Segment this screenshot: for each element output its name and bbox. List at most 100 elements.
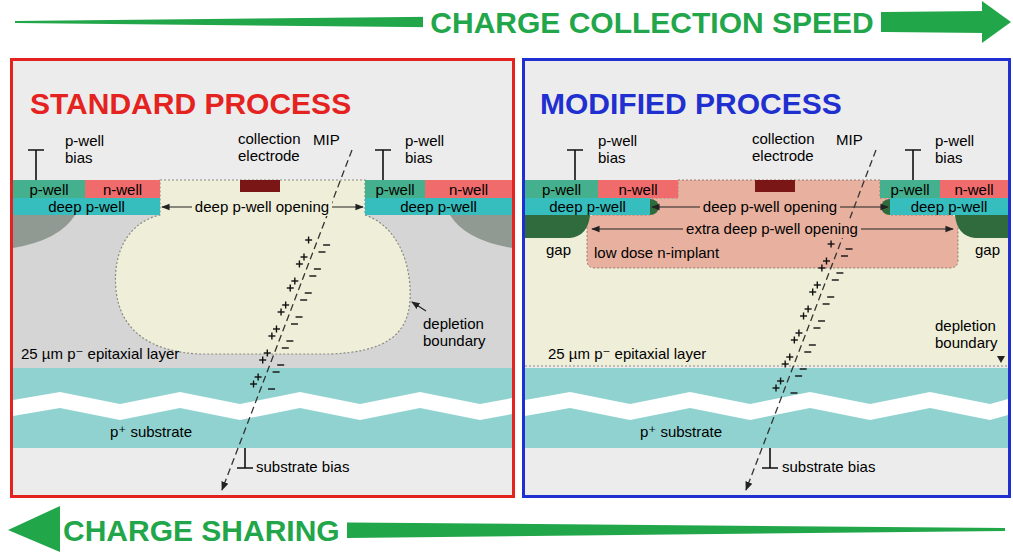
bias-label: p-well bias	[65, 133, 113, 166]
charge-sign	[812, 289, 813, 296]
edge-shading	[13, 215, 75, 248]
charge-sign	[319, 251, 326, 252]
p-well-region: p-well	[525, 180, 598, 198]
charge-sign	[291, 323, 298, 324]
p-well-region: p-well	[365, 180, 425, 198]
charge-sign	[846, 248, 853, 249]
charge-sign	[286, 340, 293, 341]
layer-label: p⁺ substrate	[110, 423, 192, 440]
depletion-edge	[525, 365, 1008, 366]
charge-sign	[262, 357, 263, 364]
bias-symbol	[28, 150, 44, 180]
region-label: n-well	[449, 181, 488, 198]
bias-symbol	[905, 150, 921, 180]
p-well-region: p-well	[880, 180, 940, 198]
charge-sign	[277, 364, 284, 365]
electrode-label: collection electrode	[238, 131, 318, 164]
bias-symbol	[237, 448, 253, 468]
boundary-label: depletion boundary	[935, 318, 1005, 351]
region-label: deep p-well	[48, 198, 125, 215]
region-label: p-well	[542, 181, 581, 198]
particle-label: MIP	[313, 132, 340, 149]
charge-sign	[800, 368, 807, 369]
charge-sign	[789, 354, 790, 361]
charge-sign	[308, 237, 309, 244]
charge-sign	[285, 302, 286, 309]
n-well-region: n-well	[425, 180, 512, 198]
charge-sign	[803, 313, 804, 320]
charge-sign	[832, 279, 839, 280]
charge-sign	[826, 258, 827, 265]
charge-sign	[795, 375, 802, 376]
gap-label: gap	[975, 242, 1000, 259]
gap-region	[955, 215, 1008, 238]
bias-label: p-well bias	[405, 133, 453, 166]
banner-title: CHARGE COLLECTION SPEED	[430, 6, 873, 40]
bias-label: substrate bias	[256, 459, 349, 476]
process-panel: MODIFIED PROCESSp-welln-welldeep p-wellp…	[522, 58, 1011, 498]
charge-sign	[827, 296, 834, 297]
charge-sign	[823, 303, 830, 304]
substrate-layer: p⁺ substrate	[525, 368, 1008, 448]
region-label: n-well	[103, 181, 142, 198]
deep-p-well-region: deep p-well	[525, 198, 650, 215]
charge-sign	[775, 385, 776, 392]
substrate-fill	[525, 368, 1008, 448]
charge-sign	[257, 374, 258, 381]
speed-arrow-head	[982, 1, 1011, 43]
charge-sign	[314, 268, 321, 269]
boundary-label: depletion boundary	[423, 316, 503, 349]
layer-label: 25 µm p⁻ epitaxial layer	[548, 345, 706, 362]
charge-sign	[791, 392, 798, 393]
bias-label: p-well bias	[598, 133, 646, 166]
charge-sign	[804, 351, 811, 352]
collection-electrode	[240, 180, 280, 192]
charge-sign	[309, 275, 316, 276]
charge-sign	[821, 265, 822, 272]
direction-banner: CHARGE COLLECTION SPEED	[423, 6, 881, 40]
deep-p-well-region: deep p-well	[13, 198, 160, 215]
charge-sign	[798, 330, 799, 337]
panel-ground	[13, 61, 512, 495]
charge-sign	[813, 327, 820, 328]
panel-ground	[525, 61, 1008, 495]
panel-heading: STANDARD PROCESS	[30, 87, 351, 121]
charge-sign	[817, 282, 818, 289]
charge-sign	[807, 306, 808, 313]
boundary-pointer	[997, 356, 1005, 363]
region-label: n-well	[954, 181, 993, 198]
region-label: deep p-well	[400, 198, 477, 215]
dimension-label: deep p-well opening	[192, 199, 332, 216]
charge-sign	[794, 337, 795, 344]
process-panel: STANDARD PROCESSp-welln-welldeep p-wellp…	[10, 58, 515, 498]
panel-heading: MODIFIED PROCESS	[540, 87, 842, 121]
deep-p-well-region: deep p-well	[890, 198, 1008, 215]
n-well-region: n-well	[940, 180, 1008, 198]
region-label: n-well	[618, 181, 657, 198]
banner-title: CHARGE SHARING	[63, 513, 340, 549]
layer-label: 25 µm p⁻ epitaxial layer	[21, 345, 179, 362]
charge-sign	[299, 261, 300, 268]
charge-sign	[841, 255, 848, 256]
bias-label: p-well bias	[935, 133, 983, 166]
n-implant-region: low dose n-implant	[590, 236, 955, 268]
charge-sign	[818, 320, 825, 321]
charge-sign	[276, 326, 277, 333]
n-well-region: n-well	[85, 180, 160, 198]
leader-line	[412, 302, 426, 311]
collection-electrode	[755, 180, 795, 192]
charge-sign	[305, 292, 312, 293]
dimension-label: extra deep p-well opening	[683, 221, 861, 238]
gap-label: gap	[546, 242, 571, 259]
charge-sign	[282, 347, 289, 348]
charge-sign	[296, 316, 303, 317]
charge-sign	[290, 285, 291, 292]
charge-sign	[267, 350, 268, 357]
region-label: p-well	[29, 181, 68, 198]
break-mark	[525, 392, 1008, 420]
charge-sign	[836, 272, 843, 273]
charge-sign	[271, 333, 272, 340]
charge-sign	[280, 309, 281, 316]
edge-shading	[450, 215, 512, 248]
region-label: deep p-well	[549, 198, 626, 215]
